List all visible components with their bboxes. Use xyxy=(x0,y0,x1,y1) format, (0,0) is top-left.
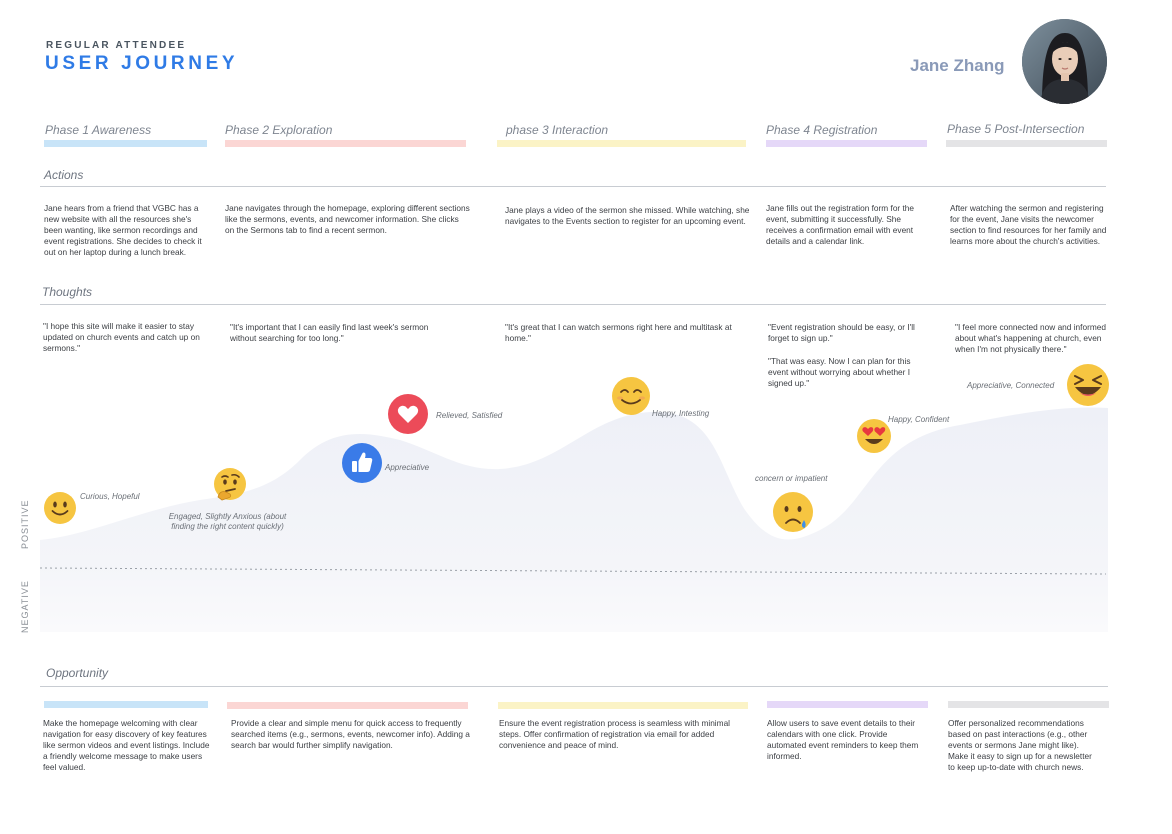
phase-1-bar xyxy=(44,140,207,147)
persona-type: REGULAR ATTENDEE xyxy=(46,40,187,51)
blush-emoji-icon xyxy=(611,376,651,421)
action-phase-5: After watching the sermon and registerin… xyxy=(950,203,1107,246)
opportunity-title: Opportunity xyxy=(46,666,109,680)
phase-4-label: Phase 4 Registration xyxy=(766,123,878,137)
opportunity-divider xyxy=(40,686,1108,687)
mood-label-4: Relieved, Satisfied xyxy=(436,411,503,420)
thought-phase-5: "I feel more connected now and informed … xyxy=(955,322,1106,354)
thoughts-divider xyxy=(40,304,1106,305)
axis-positive-label: POSITIVE xyxy=(20,499,30,549)
sad-tear-emoji-icon xyxy=(772,491,814,540)
opportunity-phase-4: Allow users to save event details to the… xyxy=(767,718,919,761)
mood-label-7: Happy, Confident xyxy=(888,415,950,424)
opportunity-phase-1: Make the homepage welcoming with clear n… xyxy=(43,718,210,772)
opportunity-bar-3 xyxy=(498,702,748,709)
opportunity-bar-2 xyxy=(227,702,468,709)
phase-5-label: Phase 5 Post-Intersection xyxy=(947,122,1085,136)
thought-phase-3: "It's great that I can watch sermons rig… xyxy=(505,322,732,343)
phase-2-bar xyxy=(225,140,466,147)
opportunity-bar-4 xyxy=(767,701,928,708)
action-phase-2: Jane navigates through the homepage, exp… xyxy=(225,203,470,235)
persona-name: Jane Zhang xyxy=(910,56,1005,75)
mood-label-2: Engaged, Slightly Anxious (about finding… xyxy=(168,512,287,531)
phase-3-bar xyxy=(497,140,746,147)
phase-2-label: Phase 2 Exploration xyxy=(225,123,333,137)
action-phase-4: Jane fills out the registration form for… xyxy=(766,203,915,246)
opportunity-bar-1 xyxy=(44,701,208,708)
heart-icon xyxy=(387,393,429,440)
laughing-emoji-icon xyxy=(1066,363,1110,412)
axis-negative-label: NEGATIVE xyxy=(20,580,30,633)
thought-phase-2: "It's important that I can easily find l… xyxy=(230,322,429,343)
actions-divider xyxy=(40,186,1106,187)
mood-label-5: Happy, Intesting xyxy=(652,409,710,418)
opportunity-phase-5: Offer personalized recommendations based… xyxy=(948,718,1092,772)
opportunity-phase-3: Ensure the event registration process is… xyxy=(499,718,731,750)
thought-phase-4: "Event registration should be easy, or I… xyxy=(768,322,915,343)
thoughts-title: Thoughts xyxy=(42,285,93,299)
thought-phase-4-followup: "That was easy. Now I can plan for this … xyxy=(768,356,911,388)
phase-4-bar xyxy=(766,140,927,147)
phase-3-label: phase 3 Interaction xyxy=(506,123,609,137)
action-phase-1: Jane hears from a friend that VGBC has a… xyxy=(44,203,202,257)
heart-eyes-emoji-icon xyxy=(856,418,892,459)
thinking-emoji-icon xyxy=(212,467,248,508)
phase-1-label: Phase 1 Awareness xyxy=(45,123,152,137)
page-title: USER JOURNEY xyxy=(45,53,239,74)
mood-label-6: concern or impatient xyxy=(755,474,828,483)
mood-label-8: Appreciative, Connected xyxy=(967,381,1055,390)
phase-5-bar xyxy=(946,140,1107,147)
opportunity-bar-5 xyxy=(948,701,1109,708)
thought-phase-1: "I hope this site will make it easier to… xyxy=(43,321,200,353)
avatar xyxy=(1022,19,1107,104)
actions-title: Actions xyxy=(44,168,84,182)
opportunity-phase-2: Provide a clear and simple menu for quic… xyxy=(231,718,470,750)
mood-label-1: Curious, Hopeful xyxy=(80,492,140,501)
emotion-curve-area xyxy=(40,407,1108,632)
thumbs-up-icon xyxy=(341,442,383,489)
smile-emoji-icon xyxy=(43,491,77,530)
action-phase-3: Jane plays a video of the sermon she mis… xyxy=(505,205,750,226)
mood-label-3: Appreciative xyxy=(385,463,430,472)
